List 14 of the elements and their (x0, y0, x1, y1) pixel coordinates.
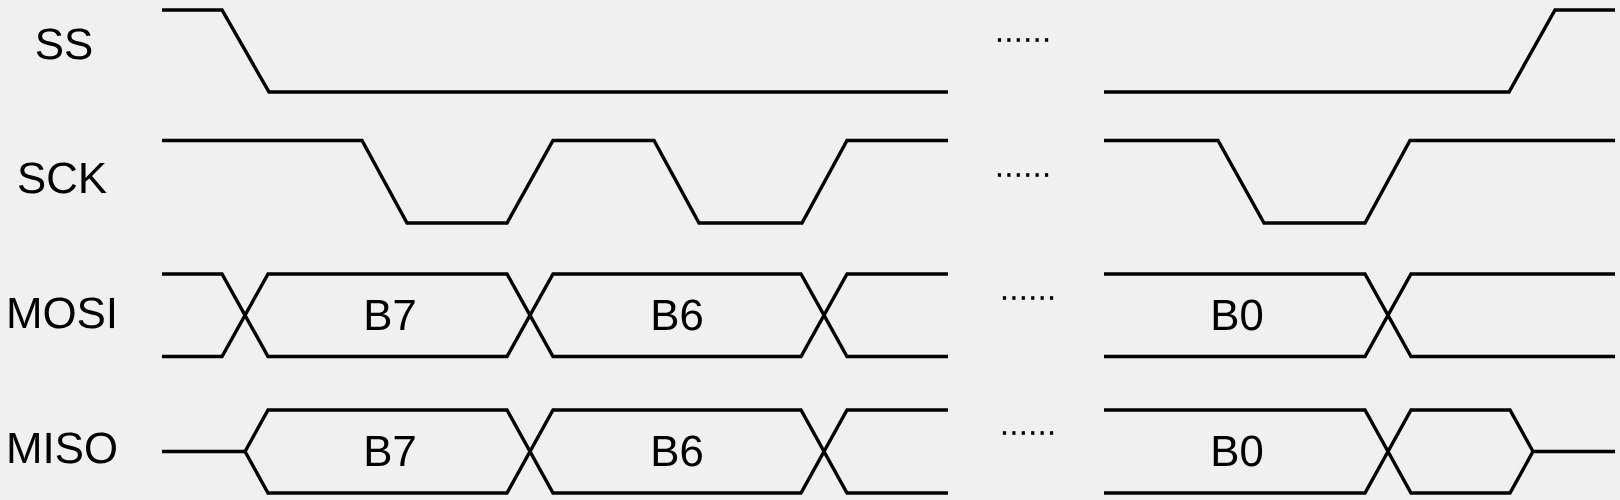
ellipsis: ...... (1002, 431, 1054, 435)
ellipsis: ...... (1002, 296, 1054, 300)
signal-name: SCK (18, 162, 107, 194)
bit-label: B7 (366, 299, 415, 331)
bit-label: B6 (653, 435, 702, 467)
ellipsis: ...... (997, 38, 1049, 42)
bit-label: B6 (653, 299, 702, 331)
signal-name: SS (36, 28, 92, 60)
bit-label: B0 (1213, 435, 1263, 467)
ellipsis: ...... (997, 173, 1049, 177)
bit-label: B0 (1213, 299, 1263, 331)
bit-label: B7 (366, 435, 415, 467)
signal-name: MOSI (9, 297, 114, 329)
signal-name: MISO (9, 432, 116, 464)
